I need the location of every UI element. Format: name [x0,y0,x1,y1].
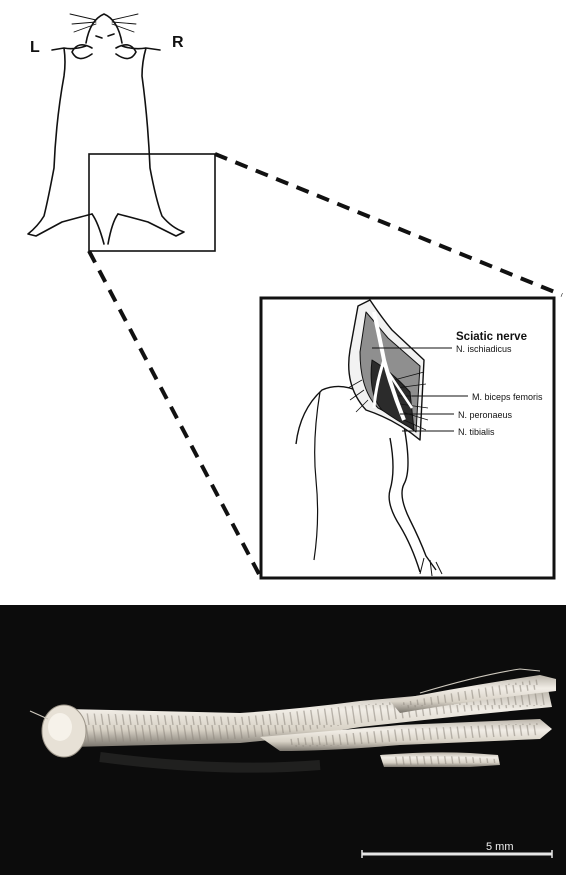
scale-bar-label: 5 mm [486,841,514,853]
zoom-line-top [215,154,562,295]
label-m-biceps-femoris: M. biceps femoris [472,392,543,402]
rat-body-outline [28,14,184,244]
right-side-label: R [172,34,184,51]
nerve-photograph: 5 mm [0,605,566,875]
zoom-line-bottom [89,251,260,576]
label-n-ischiadicus: N. ischiadicus [456,344,512,354]
label-n-peronaeus: N. peronaeus [458,410,513,420]
selection-box [89,154,215,251]
left-side-label: L [30,39,40,56]
label-n-tibialis: N. tibialis [458,427,495,437]
anatomy-diagram: L R Sciatic nerve N. ischiadicus M [0,0,566,600]
label-sciatic-nerve: Sciatic nerve [456,331,527,343]
